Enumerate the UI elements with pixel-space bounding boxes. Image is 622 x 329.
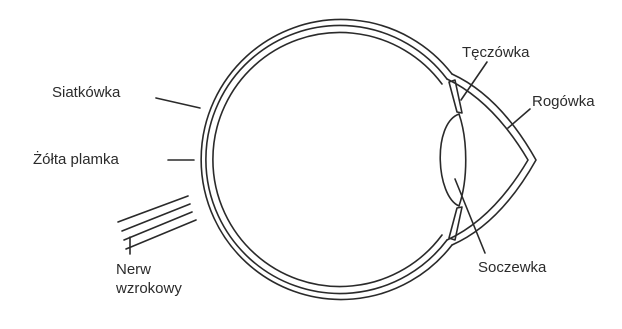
label-optic-nerve: Nerw wzrokowy xyxy=(116,260,182,298)
label-macula: Żółta plamka xyxy=(33,151,119,168)
sclera-inner xyxy=(206,25,447,293)
cornea-outer xyxy=(452,74,536,245)
iris-lower xyxy=(449,207,462,240)
leader-retina xyxy=(156,98,200,108)
label-retina: Siatkówka xyxy=(52,84,120,101)
sclera-outer xyxy=(201,19,452,299)
leader-cornea xyxy=(508,109,530,128)
lens xyxy=(440,114,466,206)
label-iris: Tęczówka xyxy=(462,44,530,61)
label-cornea: Rogówka xyxy=(532,93,595,110)
label-lens: Soczewka xyxy=(478,259,546,276)
iris-upper xyxy=(449,80,462,113)
retina-layer xyxy=(213,33,442,287)
label-optic-nerve-line2: wzrokowy xyxy=(116,279,182,298)
label-optic-nerve-line1: Nerw xyxy=(116,260,182,279)
